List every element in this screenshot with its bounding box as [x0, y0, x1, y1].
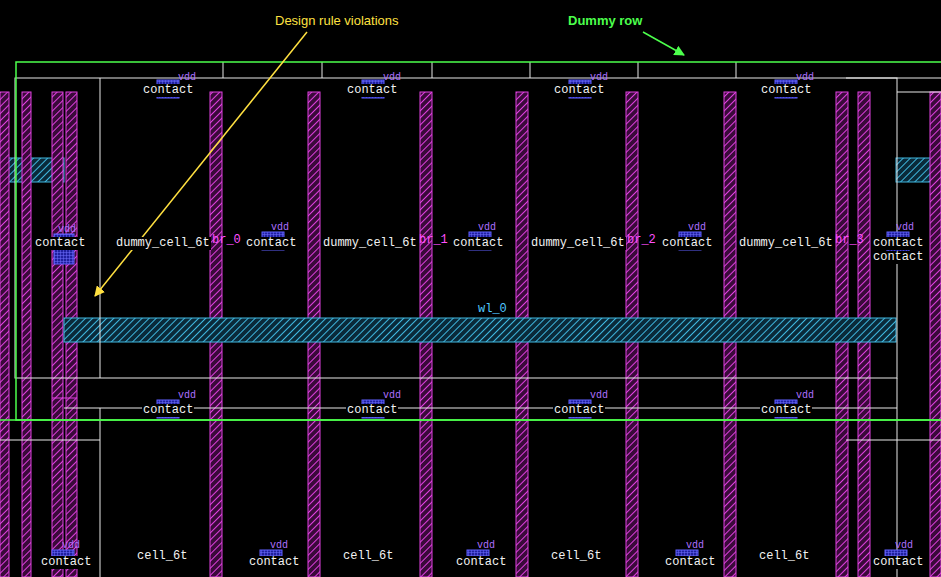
pin-label: vdd: [796, 72, 814, 83]
cell-label: contact: [760, 84, 812, 97]
cell-label: contact: [872, 237, 924, 250]
pin-label: vdd: [58, 224, 76, 235]
cell-name: dummy_cell_6t: [322, 237, 418, 250]
cell-label: contact: [872, 556, 924, 569]
callout-label: Dummy row: [568, 14, 642, 28]
cell-name: cell_6t: [136, 550, 188, 563]
pin-label: br_3: [835, 234, 864, 247]
callout-label: Design rule violations: [275, 14, 399, 28]
cell-label: contact: [553, 404, 605, 417]
pin-label: br_0: [212, 234, 241, 247]
cell-label: contact: [664, 556, 716, 569]
cell-name: cell_6t: [758, 550, 810, 563]
cell-name: dummy_cell_6t: [738, 237, 834, 250]
cell-label: contact: [346, 84, 398, 97]
pin-label: vdd: [178, 390, 196, 401]
pin-label: vdd: [686, 540, 704, 551]
pin-label: vdd: [688, 222, 706, 233]
cell-name: dummy_cell_6t: [115, 237, 211, 250]
cell-label: contact: [40, 556, 92, 569]
pin-label: vdd: [896, 222, 914, 233]
pin-label: vdd: [895, 540, 913, 551]
cell-label: contact: [142, 404, 194, 417]
cell-label: contact: [248, 556, 300, 569]
cell-name: dummy_cell_6t: [530, 237, 626, 250]
pin-label: vdd: [178, 72, 196, 83]
cell-name: cell_6t: [550, 550, 602, 563]
pin-label: br_2: [627, 234, 656, 247]
cell-label: contact: [245, 237, 297, 250]
pin-label: vdd: [590, 72, 608, 83]
cell-label: contact: [452, 237, 504, 250]
cell-label: contact: [872, 251, 924, 264]
cell-label: contact: [760, 404, 812, 417]
pin-label: vdd: [383, 390, 401, 401]
cell-label: contact: [142, 84, 194, 97]
pin-label: vdd: [270, 540, 288, 551]
pin-label: vdd: [796, 390, 814, 401]
cell-name: cell_6t: [342, 550, 394, 563]
signal-name: wl_0: [478, 303, 507, 316]
cell-label: contact: [455, 556, 507, 569]
pin-label: vdd: [271, 222, 289, 233]
cell-label: contact: [346, 404, 398, 417]
pin-label: br_1: [419, 234, 448, 247]
pin-label: vdd: [383, 72, 401, 83]
cell-label: contact: [34, 237, 86, 250]
cell-label: contact: [553, 84, 605, 97]
pin-label: vdd: [478, 222, 496, 233]
pin-label: vdd: [62, 540, 80, 551]
cell-label: contact: [661, 237, 713, 250]
pin-label: vdd: [477, 540, 495, 551]
pin-label: vdd: [590, 390, 608, 401]
